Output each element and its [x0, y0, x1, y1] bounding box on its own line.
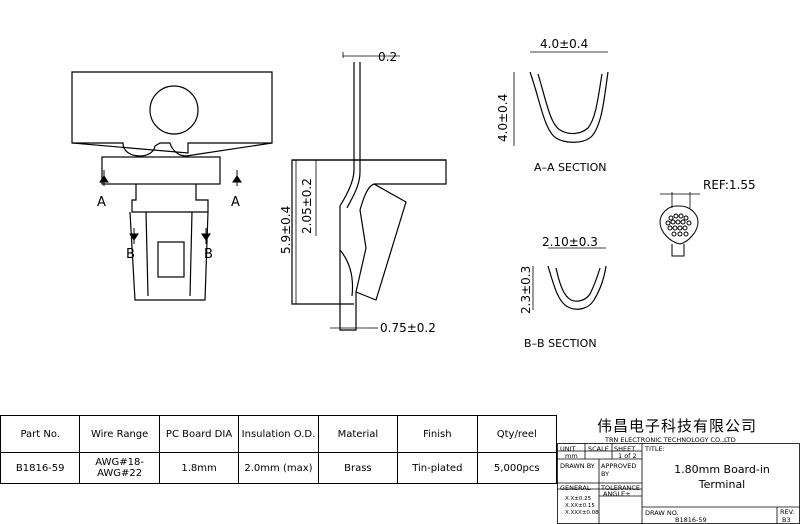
cell-wire-range: AWG#18-AWG#22: [79, 452, 160, 484]
bb-height-dim: 2.3±0.3: [519, 266, 533, 314]
section-b-right-label: B: [204, 247, 213, 262]
hdr-insulation: Insulation O.D.: [238, 415, 319, 453]
section-b-left-label: B: [126, 247, 135, 262]
drawn-by: DRAWN BY: [560, 462, 595, 470]
section-a-left-label: A: [97, 195, 106, 210]
aa-width-dim: 4.0±0.4: [540, 37, 588, 51]
section-markers: [99, 170, 242, 244]
aa-section-label: A–A SECTION: [534, 161, 607, 174]
cell-part-no: B1816-59: [0, 452, 81, 484]
company-name-en: TRN ELECTRONIC TECHNOLOGY CO.,LTD: [605, 436, 736, 444]
tol-2: X.XX±0.15: [565, 503, 595, 509]
bb-width-dim: 2.10±0.3: [542, 235, 598, 249]
title-line2: Terminal: [698, 478, 746, 491]
cell-finish: Tin-plated: [397, 452, 478, 484]
ref-dim: REF:1.55: [703, 178, 756, 192]
unit-value: mm: [565, 452, 578, 460]
crimp-view: [659, 192, 700, 257]
draw-no-label: DRAW NO.: [645, 509, 679, 517]
draw-no: B1816-59: [675, 516, 707, 524]
hdr-wire-range: Wire Range: [79, 415, 160, 453]
tol-3: X.XXX±0.08: [565, 510, 599, 516]
title-block: 伟昌电子科技有限公司 TRN ELECTRONIC TECHNOLOGY CO.…: [557, 415, 800, 524]
hdr-pc-board: PC Board DIA: [158, 415, 240, 453]
title-label: TITLE:: [645, 445, 665, 453]
sheet-label: SHEET: [614, 445, 636, 453]
unit-label: UNIT: [560, 445, 576, 453]
rev-value: B3: [782, 516, 791, 524]
terminal-front-view: [71, 71, 273, 301]
cell-insulation: 2.0mm (max): [238, 452, 319, 484]
scale-label: SCALE: [588, 445, 609, 453]
general-label: GENERAL: [560, 484, 591, 492]
hdr-qty: Qty/reel: [476, 415, 558, 453]
dim-0-2: 0.2: [378, 50, 397, 64]
dim-0-75: 0.75±0.2: [380, 321, 436, 335]
terminal-side-view: [291, 62, 447, 331]
dim-2-05: 2.05±0.2: [300, 178, 314, 234]
rev-label: REV.: [780, 508, 795, 516]
hdr-finish: Finish: [397, 415, 478, 453]
section-a-right-label: A: [231, 195, 240, 210]
bb-section-label: B–B SECTION: [524, 337, 597, 350]
hdr-material: Material: [317, 415, 399, 453]
bb-section: [532, 247, 607, 310]
dim-5-9: 5.9±0.4: [279, 206, 293, 254]
tol-1: X.X±0.25: [565, 496, 592, 502]
approved-by: APPROVED BY: [601, 462, 637, 478]
hdr-part-no: Part No.: [0, 415, 81, 453]
sheet-value: 1 of 2: [618, 452, 637, 460]
angle-label: ANGLE±: [603, 490, 631, 498]
cell-material: Brass: [317, 452, 399, 484]
tolerance-label: TOLERANCE: [601, 484, 641, 492]
title-line1: 1.80mm Board-in: [674, 463, 770, 476]
aa-section: [513, 51, 609, 146]
spec-table: Part No. Wire Range PC Board DIA Insulat…: [0, 415, 558, 524]
cell-qty: 5,000pcs: [476, 452, 558, 484]
company-name-cn: 伟昌电子科技有限公司: [597, 417, 758, 435]
cell-pc-board: 1.8mm: [158, 452, 240, 484]
aa-height-dim: 4.0±0.4: [496, 94, 510, 142]
